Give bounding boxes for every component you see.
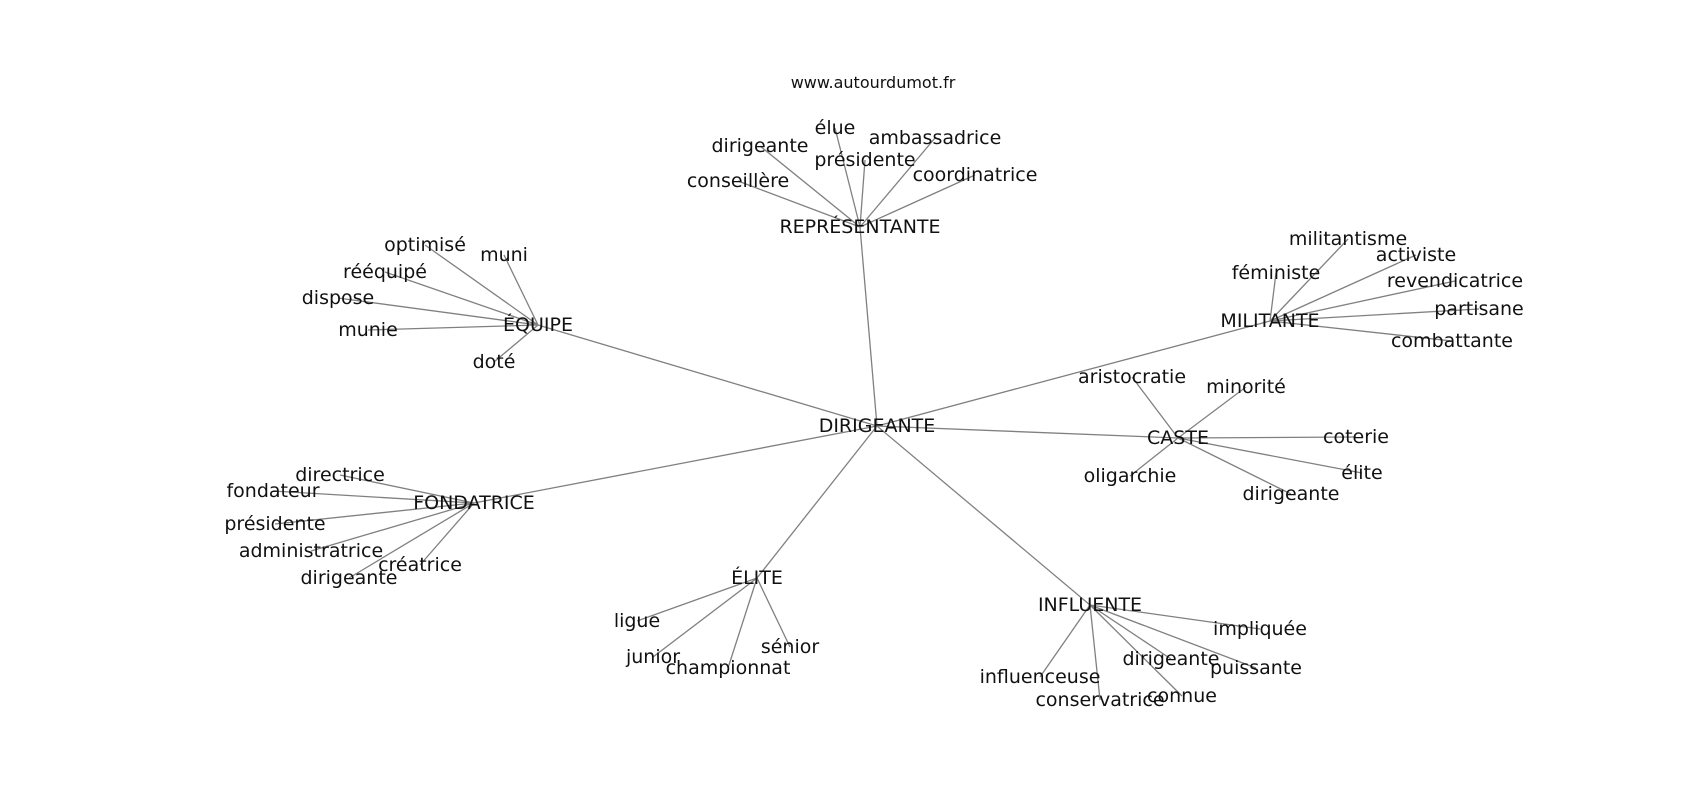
edge-fondatrice-leaf [339,474,475,504]
leaf-node-label: dirigeante [711,135,808,157]
edge-representante-leaf [759,145,861,228]
edge-representante-leaf [859,159,866,228]
leaf-node-label: sénior [761,636,820,658]
edge-militante-leaf [1269,238,1349,322]
leaf-node-label: puissante [1210,657,1302,679]
edge-equipe-leaf [384,271,539,326]
edge-fondatrice-leaf [274,502,475,525]
leaf-node-label: dirigeante [1122,648,1219,670]
hub-node-label-elite: ÉLITE [731,566,783,589]
edge-influente-leaf [1039,604,1091,678]
hub-node-label-caste: CASTE [1147,427,1209,449]
edge-center-fondatrice [473,425,878,504]
leaf-node-label: élue [815,117,856,139]
edge-influente-leaf [1089,604,1101,701]
leaf-node-label: influenceuse [980,666,1101,688]
leaf-node-label: présidente [814,149,915,171]
leaf-node-label: revendicatrice [1387,270,1523,292]
edge-center-caste [876,425,1179,439]
edge-militante-leaf [1269,320,1453,342]
edge-fondatrice-leaf [348,502,475,579]
edge-militante-leaf [1269,254,1417,322]
source-caption: www.autourdumot.fr [791,73,956,92]
leaf-node-label: coordinatrice [913,164,1038,186]
edges [272,127,1480,701]
leaf-node-label: connue [1147,685,1217,707]
leaf-node-label: coterie [1323,426,1389,448]
edge-influente-leaf [1089,604,1172,660]
leaf-node-label: conservatrice [1035,689,1164,711]
edge-center-elite [756,425,878,579]
edge-equipe-leaf [424,244,539,326]
edge-equipe-leaf [367,324,539,331]
edge-influente-leaf [1089,604,1257,669]
leaf-node-label: rééquipé [343,261,427,283]
hub-node-label-representante: REPRÉSENTANTE [779,215,940,238]
edge-fondatrice-leaf [310,502,475,552]
leaf-node-label: dispose [302,287,375,309]
leaf-node-label: activiste [1376,244,1456,266]
leaf-node-label: aristocratie [1078,366,1186,388]
leaf-node-label: dirigeante [1242,483,1339,505]
leaf-node-label: conseillère [687,170,789,192]
leaf-node-label: partisane [1434,298,1524,320]
edge-caste-leaf [1177,437,1363,474]
leaf-node-label: dirigeante [300,567,397,589]
leaf-node-label: fondateur [226,480,319,502]
leaf-node-label: présidente [224,513,325,535]
leaf-node-label: muni [480,244,528,266]
leaf-node-label: championnat [666,657,791,679]
leaf-node-label: impliquée [1213,618,1307,640]
leaf-node-label: créatrice [378,554,462,576]
edge-representante-leaf [859,137,936,228]
edge-influente-leaf [1089,604,1183,697]
edge-equipe-leaf [503,254,539,326]
edge-equipe-leaf [337,297,539,326]
edge-center-militante [876,320,1271,427]
edge-caste-leaf [1177,436,1357,439]
leaf-node-label: munie [338,319,398,341]
center-node-label: DIRIGEANTE [819,415,936,437]
edge-representante-leaf [859,174,976,228]
edge-militante-leaf [1269,308,1480,322]
edge-militante-leaf [1269,272,1277,322]
leaf-node-label: féministe [1232,262,1321,284]
edge-caste-leaf [1177,386,1247,439]
edge-equipe-leaf [493,324,539,363]
leaf-node-label: combattante [1391,330,1513,352]
edge-caste-leaf [1131,376,1179,439]
leaf-node-label: oligarchie [1084,465,1177,487]
hub-node-label-fondatrice: FONDATRICE [413,492,535,514]
leaf-node-label: administratrice [239,540,383,562]
leaf-node-label: directrice [295,464,385,486]
edge-representante-leaf [834,127,861,228]
leaf-node-label: ligue [614,610,660,632]
leaf-node-label: ambassadrice [869,127,1002,149]
edge-representante-leaf [737,180,861,228]
hub-node-label-militante: MILITANTE [1220,310,1319,332]
leaf-node-label: optimisé [384,234,466,256]
leaf-node-label: junior [625,646,680,668]
leaf-node-label: élite [1341,462,1382,484]
edge-elite-leaf [727,577,758,669]
edge-center-influente [876,425,1091,606]
edge-caste-leaf [1177,437,1292,495]
edge-center-equipe [537,324,878,427]
edge-influente-leaf [1089,604,1261,630]
edge-elite-leaf [652,577,758,658]
leaf-node-label: doté [473,351,516,373]
hub-node-label-equipe: ÉQUIPE [503,313,573,336]
leaf-node-label: minorité [1206,376,1286,398]
edge-elite-leaf [756,577,791,648]
edge-center-representante [859,226,878,427]
edge-fondatrice-leaf [419,502,475,566]
leaf-node-label: militantisme [1289,228,1407,250]
hub-node-label-influente: INFLUENTE [1038,594,1142,616]
edge-caste-leaf [1129,437,1179,477]
edge-militante-leaf [1269,280,1456,322]
edge-elite-leaf [636,577,758,622]
edge-fondatrice-leaf [272,490,475,504]
